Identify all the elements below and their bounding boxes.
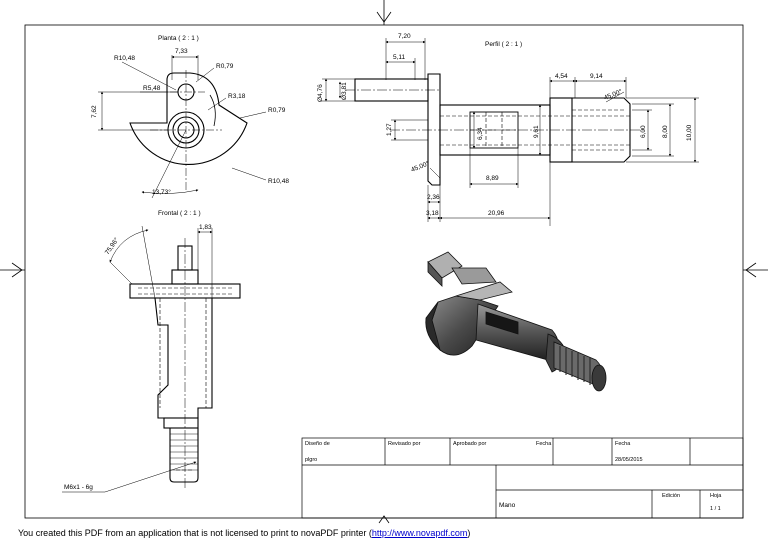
dim-perfil-8-89: 8,89 <box>486 175 499 182</box>
perfil-dimension-lines <box>322 38 699 226</box>
dim-frontal-1-83: 1,83 <box>199 224 212 231</box>
dim-planta-r3-18: R3,18 <box>228 93 246 100</box>
dim-perfil-5-11: 5,11 <box>393 54 406 61</box>
frontal-hidden-lines <box>138 287 232 471</box>
tb-title: Mano <box>499 502 516 509</box>
title-block <box>301 437 744 519</box>
dim-frontal-angle: 75,96° <box>103 236 121 256</box>
dim-planta-r10-48-bottom: R10,48 <box>268 178 289 185</box>
dim-planta-r0-79-top: R0,79 <box>216 63 234 70</box>
perfil-view-title: Perfil ( 2 : 1 ) <box>485 41 522 48</box>
tb-fecha-label-2: Fecha <box>615 441 631 447</box>
novapdf-link[interactable]: http://www.novapdf.com <box>371 528 468 538</box>
dim-perfil-1-27: 1,27 <box>386 123 393 136</box>
dim-perfil-dia-3-81: Ø3,81 <box>341 82 348 100</box>
dim-perfil-10-00: 10,00 <box>686 124 693 141</box>
tb-disenado-value: plgro <box>305 457 317 463</box>
dim-perfil-6-34: 6,34 <box>477 127 484 140</box>
planta-view-title: Planta ( 2 : 1 ) <box>158 35 199 42</box>
frontal-dimension-lines <box>62 225 213 493</box>
isometric-3d-view <box>425 251 607 392</box>
tb-hoja-value: 1 / 1 <box>710 506 721 512</box>
dim-perfil-9-14: 9,14 <box>590 73 603 80</box>
tb-revisado-label: Revisado por <box>388 441 421 447</box>
perfil-centerline <box>345 89 645 131</box>
sheet-border <box>24 24 744 519</box>
tb-aprobado-label: Aprobado por <box>453 441 486 447</box>
dim-planta-r10-48-top: R10,48 <box>114 55 135 62</box>
dim-perfil-angle-top: 45,00° <box>603 87 624 102</box>
license-footer: You created this PDF from an application… <box>18 528 470 538</box>
frontal-thread <box>170 433 198 471</box>
dim-perfil-7-20: 7,20 <box>398 33 411 40</box>
dim-perfil-3-18: 3,18 <box>426 210 439 217</box>
dim-perfil-4-54: 4,54 <box>555 73 568 80</box>
dim-planta-7-33: 7,33 <box>175 48 188 55</box>
dim-planta-r5-48: R5,48 <box>143 85 161 92</box>
dim-planta-7-62: 7,62 <box>91 105 98 118</box>
planta-dimension-lines <box>98 55 267 199</box>
tb-hoja-label: Hoja <box>710 493 722 499</box>
perfil-view <box>354 73 631 186</box>
dim-perfil-8-00: 8,00 <box>662 125 669 138</box>
frontal-view-title: Frontal ( 2 : 1 ) <box>158 210 201 217</box>
dim-planta-r0-79-right: R0,79 <box>268 107 286 114</box>
tb-fecha-value: 28/05/2015 <box>615 457 643 463</box>
dim-perfil-6-00: 6,00 <box>640 125 647 138</box>
footer-text: You created this PDF from an application… <box>18 528 372 538</box>
dim-frontal-thread-callout: M6x1 - 6g <box>64 484 93 491</box>
dim-planta-angle: 13,73° <box>152 188 171 196</box>
tb-edicion-label: Edición <box>662 493 680 499</box>
footer-close: ) <box>467 528 471 538</box>
tb-fecha-label-1: Fecha <box>536 441 552 447</box>
dim-perfil-dia-4-76: Ø4,76 <box>317 84 324 102</box>
centering-marks <box>0 0 768 524</box>
tb-disenado-label: Diseño de <box>305 441 330 447</box>
dim-perfil-2-36: 2,36 <box>427 194 440 201</box>
dim-perfil-9-61: 9,61 <box>533 125 540 138</box>
dim-perfil-20-96: 20,96 <box>488 210 505 217</box>
